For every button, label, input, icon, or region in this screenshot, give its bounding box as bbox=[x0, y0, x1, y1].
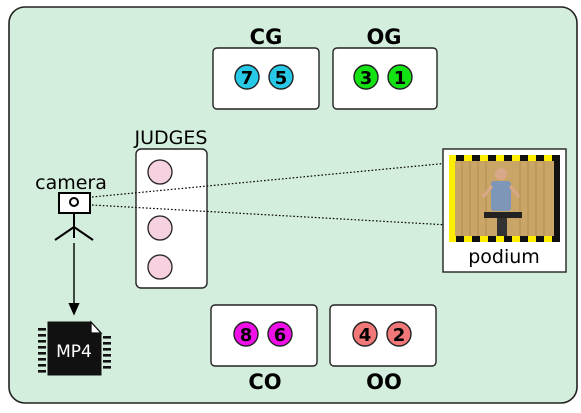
podium-frame bbox=[442, 148, 567, 273]
speaker-seat-og-1 bbox=[353, 64, 379, 90]
team-label-co: CO bbox=[248, 370, 281, 394]
speaker-number-og-1: 3 bbox=[360, 68, 373, 89]
team-table-cg: 7 5 bbox=[212, 47, 320, 110]
speaker-number-co-1: 8 bbox=[240, 325, 253, 346]
team-label-og: OG bbox=[366, 25, 401, 49]
mp4-label: MP4 bbox=[56, 342, 92, 362]
camera-view-line-top bbox=[91, 162, 450, 198]
speaker-seat-cg-1 bbox=[234, 64, 260, 90]
judge-seat-3 bbox=[147, 254, 173, 280]
speaker-number-co-2: 6 bbox=[274, 325, 287, 346]
team-table-og: 3 1 bbox=[332, 47, 438, 110]
team-label-oo: OO bbox=[366, 370, 402, 394]
speaker-number-og-2: 1 bbox=[394, 68, 407, 89]
speaker-seat-oo-2 bbox=[386, 321, 412, 347]
mp4-chip-icon bbox=[38, 320, 111, 376]
judge-seat-1 bbox=[147, 159, 173, 185]
team-table-oo: 4 2 bbox=[329, 304, 437, 367]
speaker-number-oo-2: 2 bbox=[393, 325, 406, 346]
team-label-cg: CG bbox=[250, 25, 283, 49]
speaker-seat-oo-1 bbox=[352, 321, 378, 347]
speaker-seat-co-1 bbox=[233, 321, 259, 347]
speaker-seat-co-2 bbox=[267, 321, 293, 347]
judge-seat-2 bbox=[147, 215, 173, 241]
speaker-number-oo-1: 4 bbox=[359, 325, 372, 346]
camera-tripod-icon bbox=[54, 192, 94, 241]
speaker-seat-og-2 bbox=[387, 64, 413, 90]
speaker-seat-cg-2 bbox=[268, 64, 294, 90]
podium-label: podium bbox=[468, 246, 540, 268]
speaker-number-cg-1: 7 bbox=[241, 68, 254, 89]
speaker-number-cg-2: 5 bbox=[275, 68, 288, 89]
judges-label: JUDGES bbox=[134, 127, 208, 149]
team-table-co: 8 6 bbox=[210, 304, 318, 367]
judges-table bbox=[135, 148, 208, 289]
wall-slats bbox=[461, 161, 545, 236]
speaker-figure bbox=[481, 168, 522, 236]
camera-label: camera bbox=[35, 172, 107, 194]
